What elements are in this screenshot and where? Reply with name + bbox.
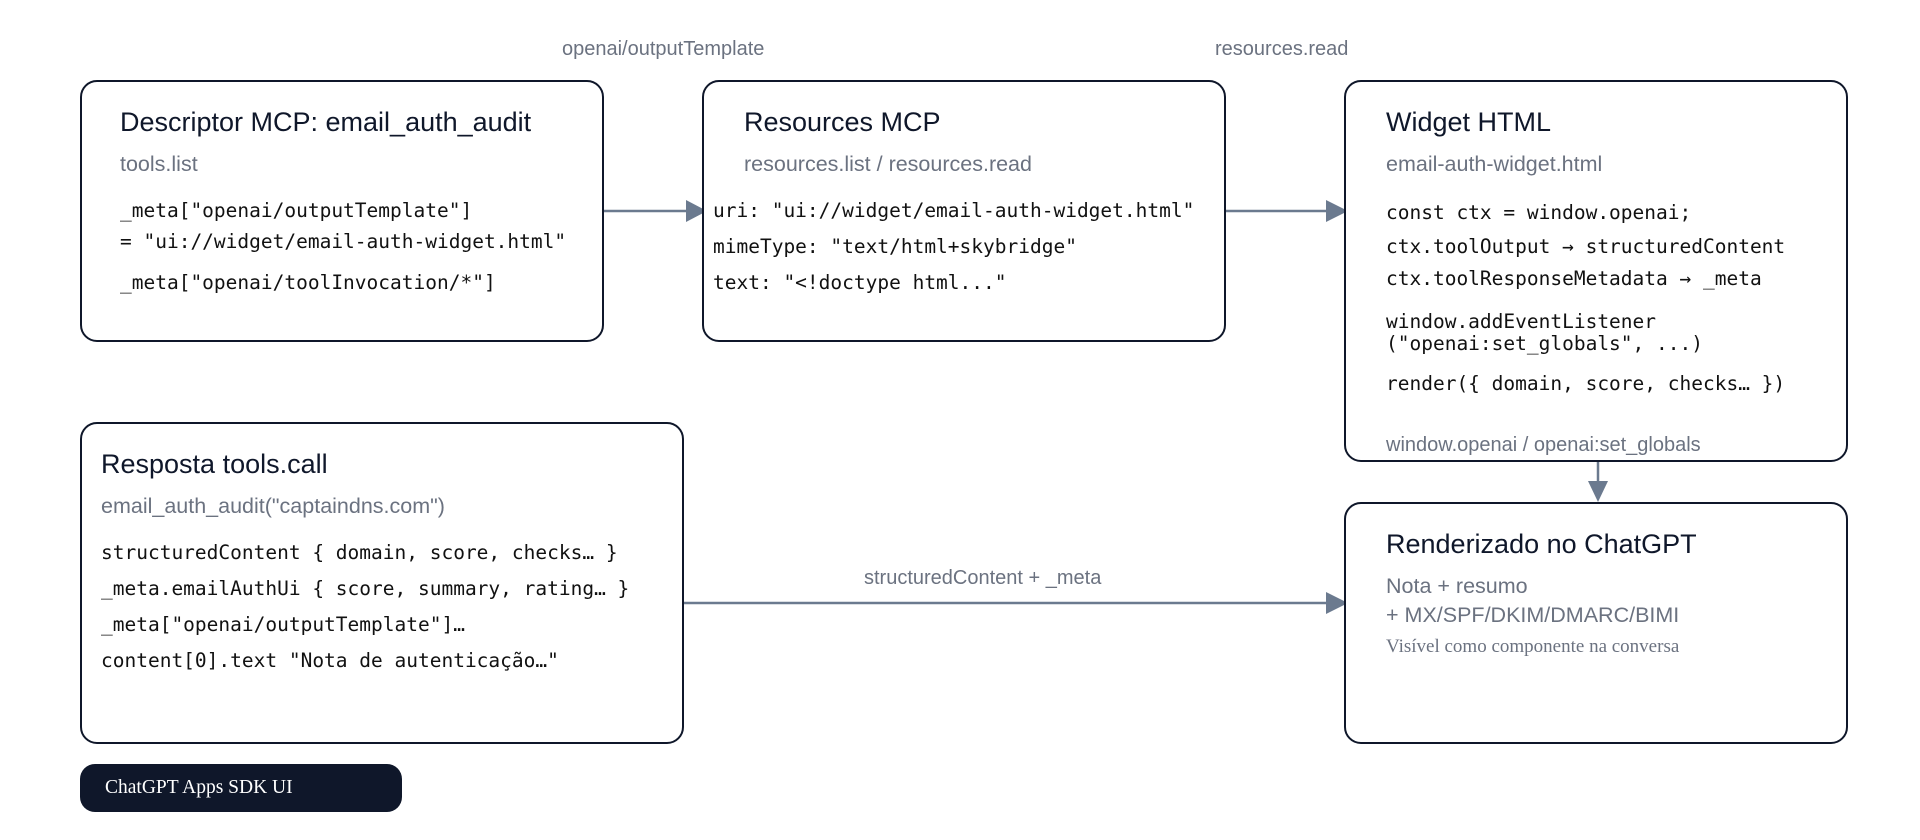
descriptor-line: = "ui://widget/email-auth-widget.html": [120, 230, 567, 253]
widget-node: Widget HTML email-auth-widget.html const…: [1344, 80, 1848, 462]
resources-title: Resources MCP: [744, 107, 941, 137]
resources-line: uri: "ui://widget/email-auth-widget.html…: [713, 199, 1195, 222]
rendered-title: Renderizado no ChatGPT: [1386, 529, 1697, 559]
response-line: _meta.emailAuthUi { score, summary, rati…: [101, 577, 630, 600]
resources-line: text: "<!doctype html...": [713, 271, 1007, 294]
widget-line: window.addEventListener: [1386, 310, 1657, 333]
widget-title: Widget HTML: [1386, 107, 1552, 137]
rendered-subtitle-line: Nota + resumo: [1386, 574, 1528, 598]
response-node: Resposta tools.call email_auth_audit("ca…: [80, 422, 684, 744]
widget-subtitle: email-auth-widget.html: [1386, 152, 1603, 176]
widget-line: ("openai:set_globals", ...): [1386, 332, 1703, 355]
rendered-note: Visível como componente na conversa: [1386, 636, 1680, 657]
response-title: Resposta tools.call: [101, 449, 328, 479]
descriptor-line: _meta["openai/outputTemplate"]: [120, 199, 473, 222]
response-line: structuredContent { domain, score, check…: [101, 541, 618, 564]
edge-label-structured-meta: structuredContent + _meta: [864, 567, 1102, 589]
arrow-widget-to-rendered-head: [1588, 481, 1608, 502]
sdk-badge: ChatGPT Apps SDK UI: [80, 764, 402, 812]
rendered-subtitle-line: + MX/SPF/DKIM/DMARC/BIMI: [1386, 603, 1680, 627]
response-line: _meta["openai/outputTemplate"]…: [101, 613, 465, 636]
arrow-descriptor-to-resources-head: [686, 200, 707, 222]
descriptor-title: Descriptor MCP: email_auth_audit: [120, 107, 532, 137]
widget-line: ctx.toolResponseMetadata → _meta: [1386, 267, 1762, 290]
widget-line: ctx.toolOutput → structuredContent: [1386, 235, 1786, 258]
widget-line: const ctx = window.openai;: [1386, 201, 1692, 224]
response-subtitle: email_auth_audit("captaindns.com"): [101, 494, 445, 518]
widget-line: render({ domain, score, checks… }): [1386, 372, 1786, 395]
edge-label-resources-read: resources.read: [1215, 38, 1349, 60]
descriptor-node: Descriptor MCP: email_auth_audit tools.l…: [80, 80, 604, 342]
resources-subtitle: resources.list / resources.read: [744, 152, 1032, 176]
resources-node: Resources MCP resources.list / resources…: [702, 80, 1226, 342]
descriptor-line: _meta["openai/toolInvocation/*"]: [120, 271, 496, 294]
descriptor-subtitle: tools.list: [120, 152, 198, 176]
resources-line: mimeType: "text/html+skybridge": [713, 235, 1077, 258]
arrow-response-to-rendered-head: [1326, 592, 1348, 614]
edge-label-output-template: openai/outputTemplate: [562, 38, 765, 60]
response-line: content[0].text "Nota de autenticação…": [101, 649, 559, 672]
edge-label-globals: window.openai / openai:set_globals: [1386, 434, 1701, 456]
rendered-node: Renderizado no ChatGPT Nota + resumo + M…: [1344, 502, 1848, 744]
arrow-resources-to-widget-head: [1326, 200, 1348, 222]
